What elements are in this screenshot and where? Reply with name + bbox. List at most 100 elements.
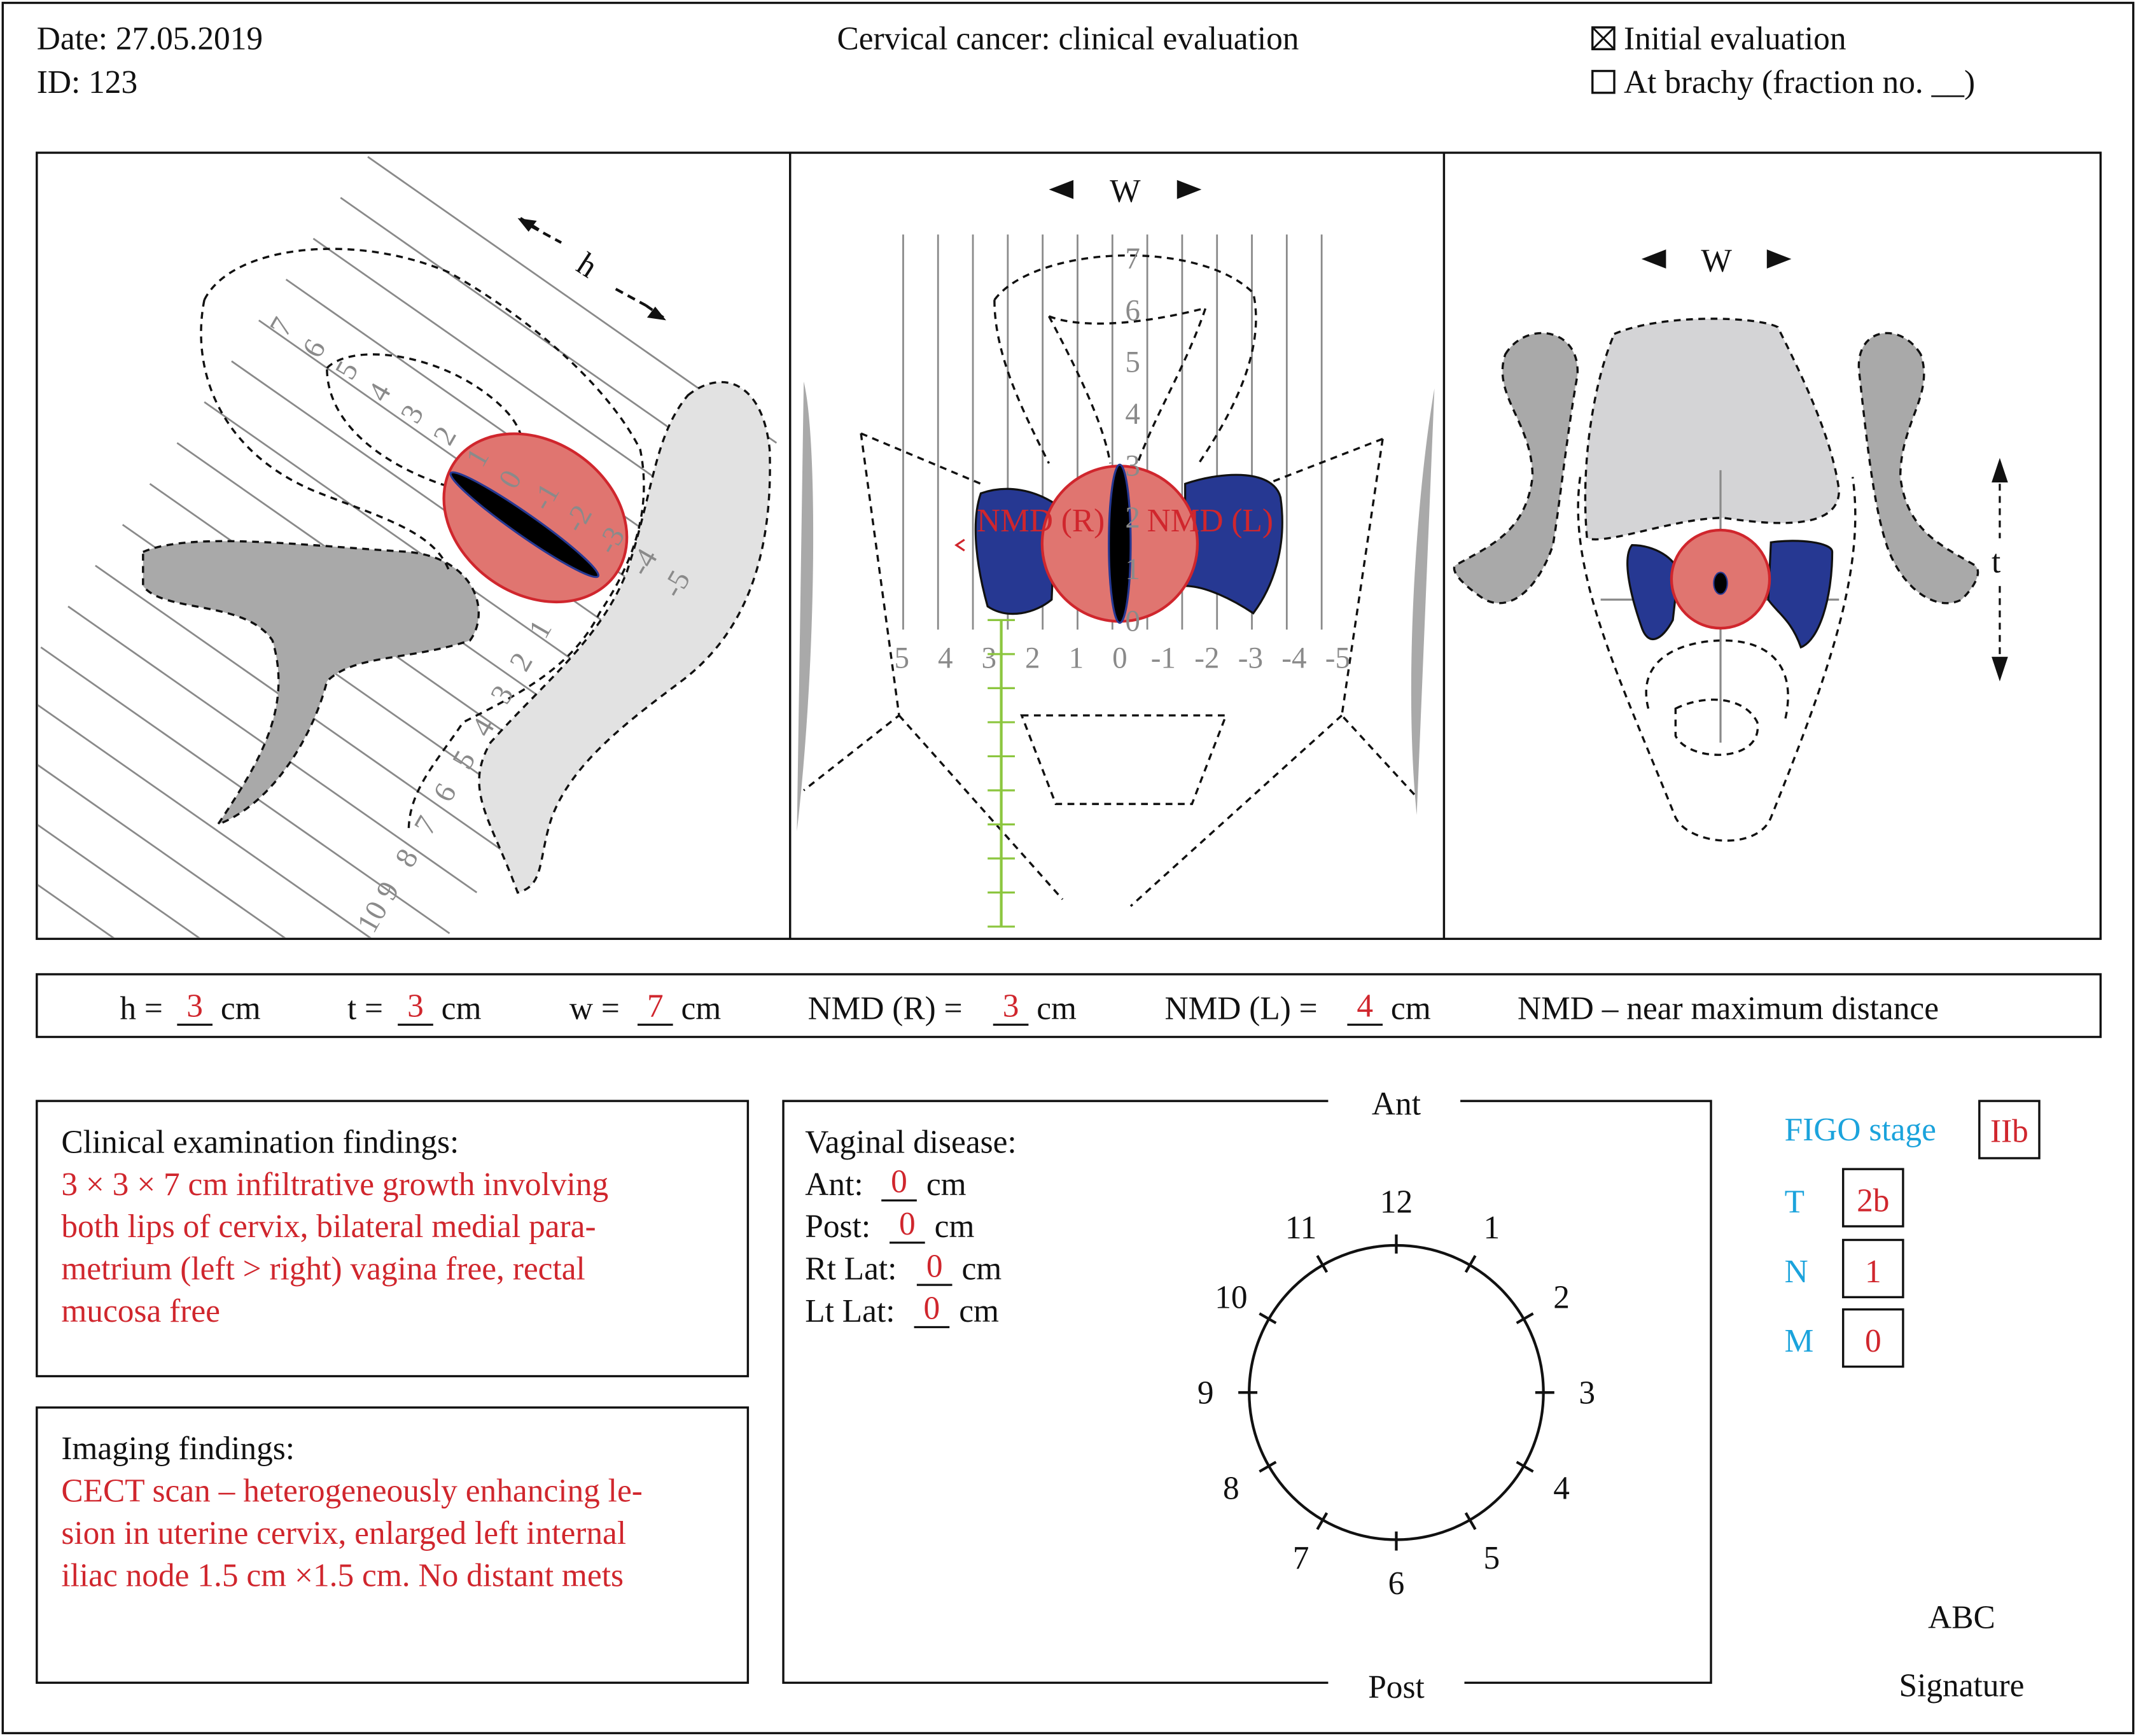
scale-label: 5 (329, 356, 365, 385)
initial-evaluation-checkbox[interactable] (1591, 26, 1616, 51)
vaginal-row-unit: cm (935, 1208, 975, 1245)
w-label: W (1701, 242, 1732, 279)
figo-stage-label: FIGO stage (1785, 1112, 1936, 1148)
clock-label: 4 (1553, 1470, 1570, 1506)
horizontal-scale-label: 3 (982, 641, 997, 675)
signature-name: ABC (1928, 1600, 1995, 1636)
post-label: Post (1368, 1669, 1425, 1705)
pelvic-outline (1577, 477, 1857, 842)
vaginal-row-unit: cm (926, 1166, 967, 1203)
grid-line (38, 884, 115, 938)
n-stage-value: 1 (1865, 1254, 1881, 1290)
figo-stage-value: IIb (1990, 1113, 2028, 1149)
clock-tick (1316, 1255, 1329, 1273)
left-bone (1453, 332, 1579, 605)
measurements-bar (36, 973, 2102, 1039)
initial-evaluation-label: Initial evaluation (1624, 20, 1846, 57)
vertical-scale-label: 7 (1125, 242, 1140, 276)
imaging-line: iliac node 1.5 cm ×1.5 cm. No distant me… (61, 1557, 624, 1593)
clock-label: 10 (1215, 1280, 1247, 1316)
left-pelvic-wall (797, 381, 814, 832)
t-measurement-label: t = (347, 991, 383, 1027)
right-bone (1857, 332, 1979, 605)
clinical-line: both lips of cervix, bilateral medial pa… (61, 1208, 596, 1245)
h-value[interactable]: 3 (186, 988, 203, 1024)
page-title: Cervical cancer: clinical evaluation (837, 20, 1299, 57)
nmd-l-measurement-label: NMD (L) = (1165, 991, 1318, 1027)
vaginal-row-value: 0 (924, 1291, 940, 1327)
t-stage-box[interactable] (1841, 1168, 1904, 1228)
bladder (1584, 318, 1840, 541)
horizontal-scale-label: -2 (1194, 641, 1219, 675)
clock-tick (1516, 1460, 1534, 1473)
vertical-scale-label: 0 (1125, 605, 1140, 638)
nmd-arrow-icon (954, 538, 965, 552)
clock-label: 8 (1223, 1470, 1239, 1506)
vaginal-row-unit: cm (959, 1293, 999, 1329)
vagina-clock-circle (1248, 1243, 1545, 1541)
bone-shape (142, 540, 480, 827)
n-stage-box[interactable] (1841, 1238, 1904, 1299)
scale-label: 3 (484, 680, 520, 709)
h-measurement-label: h = (120, 991, 163, 1027)
m-stage-value: 0 (1865, 1323, 1881, 1359)
vaginal-row-label: Post: (805, 1208, 870, 1245)
nmd-l-value[interactable]: 4 (1357, 988, 1373, 1024)
scale-label: 8 (389, 843, 425, 872)
clock-label: 7 (1293, 1540, 1309, 1576)
vaginal-row-value: 0 (891, 1164, 907, 1200)
clock-label: 12 (1380, 1184, 1413, 1221)
vertical-scale-label: 4 (1125, 398, 1140, 431)
vaginal-row-value: 0 (926, 1248, 943, 1284)
w-value[interactable]: 7 (647, 988, 664, 1024)
nmd-r-label: NMD (R) (977, 503, 1105, 539)
clock-tick (1464, 1512, 1477, 1530)
left-parametrium (1184, 473, 1283, 615)
clock-label: 9 (1197, 1375, 1214, 1411)
nmd-r-unit: cm (1037, 991, 1077, 1027)
cervical-canal (1108, 463, 1132, 624)
scale-label: 7 (408, 811, 444, 840)
nmd-r-value[interactable]: 3 (1003, 988, 1019, 1024)
rectum-shape (478, 381, 771, 894)
figo-stage-box[interactable] (1978, 1100, 2041, 1159)
scale-label: 5 (446, 745, 482, 774)
vertical-scale-label: 2 (1125, 501, 1140, 535)
scale-label: 3 (394, 399, 431, 428)
clock-tick (1316, 1512, 1329, 1530)
t-stage-value: 2b (1857, 1183, 1889, 1219)
imaging-line: CECT scan – heterogeneously enhancing le… (61, 1473, 643, 1509)
cavity-outline (1048, 306, 1208, 464)
h-label: h (570, 246, 604, 285)
grid-line (285, 278, 695, 566)
clock-label: 3 (1579, 1375, 1595, 1411)
t-stage-label: T (1785, 1184, 1804, 1221)
scale-label: 1 (522, 615, 559, 644)
scale-label: 4 (361, 377, 398, 407)
vaginal-row-label: Lt Lat: (805, 1293, 895, 1329)
m-stage-box[interactable] (1841, 1308, 1904, 1368)
at-brachy-checkbox[interactable] (1591, 69, 1616, 94)
scale-label: 2 (427, 421, 463, 451)
clock-label: 1 (1483, 1210, 1500, 1246)
horizontal-scale-label: 2 (1025, 641, 1040, 675)
grid-line (204, 401, 614, 689)
grid-line (38, 704, 372, 938)
t-value[interactable]: 3 (407, 988, 424, 1024)
clock-tick (1516, 1312, 1534, 1324)
diagram-panel (36, 151, 2102, 941)
axial-diagram: W t (1453, 242, 2008, 842)
vaginal-disease-box (782, 1100, 1712, 1684)
vaginal-row-label: Ant: (805, 1166, 863, 1203)
h-arrow (519, 216, 664, 319)
clock-tick (1259, 1460, 1277, 1473)
grid-line (38, 764, 286, 938)
cervical-canal (1713, 571, 1728, 595)
scale-label: 6 (427, 778, 463, 807)
vaginal-row-unit: cm (962, 1251, 1002, 1287)
horizontal-scale-label: -1 (1151, 641, 1176, 675)
m-stage-label: M (1785, 1323, 1814, 1359)
